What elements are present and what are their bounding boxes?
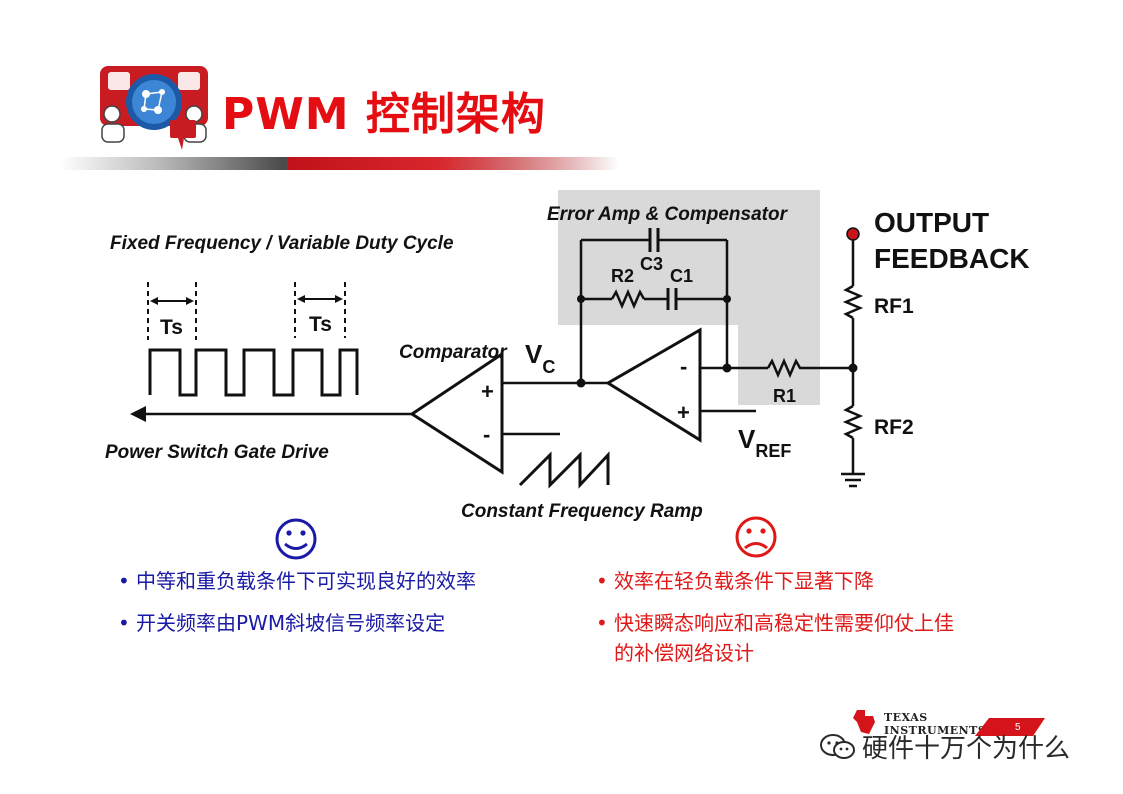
ramp-waveform xyxy=(518,451,610,489)
ts-label-1: Ts xyxy=(160,316,183,339)
compensator-shade xyxy=(558,190,820,405)
page-number: 5 xyxy=(1015,722,1021,733)
pwm-waveform xyxy=(148,348,359,397)
error-amp-label: Error Amp & Compensator xyxy=(547,204,789,225)
brand-name-line2: INSTRUMENTS xyxy=(884,724,987,737)
smiley-face-icon xyxy=(275,518,317,560)
pros-list: 中等和重负载条件下可实现良好的效率 开关频率由PWM斜坡信号频率设定 xyxy=(118,566,518,650)
wechat-icon xyxy=(820,734,855,759)
output-label: OUTPUT xyxy=(874,207,989,238)
r1-label: R1 xyxy=(773,386,796,406)
title-underline-accent xyxy=(288,157,618,170)
c3-label: C3 xyxy=(640,254,663,274)
error-amp-minus: - xyxy=(680,354,687,379)
watermark-text: 硬件十万个为什么 xyxy=(862,734,1071,764)
gate-drive-arrow xyxy=(130,406,146,422)
rf1-label: RF1 xyxy=(874,295,914,318)
globe-network-icon xyxy=(100,66,208,150)
footer-accent xyxy=(975,718,1045,736)
texas-instruments-logo xyxy=(853,710,875,734)
error-amp-plus: + xyxy=(677,400,690,425)
comparator-minus: - xyxy=(483,422,490,447)
brand-name-line1: TEXAS xyxy=(884,711,928,724)
page-title: PWM 控制架构 xyxy=(222,89,546,140)
comparator-symbol xyxy=(409,351,504,475)
vref-label: VREF xyxy=(738,424,791,461)
comparator-plus: + xyxy=(481,379,494,404)
pwm-control-diagram: Fixed Frequency / Variable Duty Cycle Er… xyxy=(105,190,1030,560)
ramp-label: Constant Frequency Ramp xyxy=(461,501,703,522)
r2-label: R2 xyxy=(611,266,634,286)
feedback-label: FEEDBACK xyxy=(874,243,1030,274)
output-node xyxy=(846,227,860,241)
ts-label-2: Ts xyxy=(309,313,332,336)
r1-resistor xyxy=(766,357,853,379)
cons-item: 效率在轻负载条件下显著下降 xyxy=(596,566,966,596)
pros-item: 中等和重负载条件下可实现良好的效率 xyxy=(118,566,518,596)
ground-icon xyxy=(841,472,865,488)
pros-item: 开关频率由PWM斜坡信号频率设定 xyxy=(118,608,518,638)
gate-drive-label: Power Switch Gate Drive xyxy=(105,442,329,463)
fixed-frequency-label: Fixed Frequency / Variable Duty Cycle xyxy=(110,233,454,254)
r2-resistor xyxy=(610,288,646,310)
rf2-label: RF2 xyxy=(874,416,914,439)
rf2-resistor xyxy=(842,404,864,440)
cons-item: 快速瞬态响应和高稳定性需要仰仗上佳的补偿网络设计 xyxy=(596,608,966,668)
frowny-face-icon xyxy=(735,516,777,558)
cons-list: 效率在轻负载条件下显著下降 快速瞬态响应和高稳定性需要仰仗上佳的补偿网络设计 xyxy=(596,566,966,680)
header-logo xyxy=(98,62,210,154)
c1-label: C1 xyxy=(670,266,693,286)
error-amp-symbol xyxy=(605,327,702,443)
rf1-resistor xyxy=(842,284,864,320)
comparator-label: Comparator xyxy=(399,342,508,363)
vc-label: VC xyxy=(525,339,555,377)
